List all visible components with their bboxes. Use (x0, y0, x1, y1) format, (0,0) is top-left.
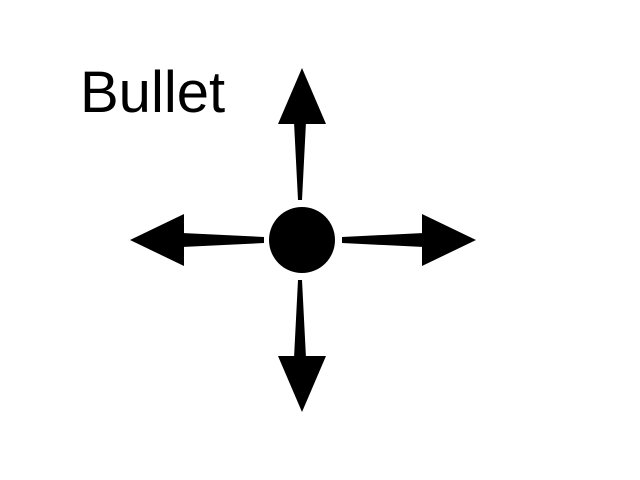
bullet-dot (269, 207, 335, 273)
arrow-down-shaft (294, 280, 306, 358)
bullet-label: Bullet (80, 60, 226, 125)
arrow-down (278, 280, 326, 412)
arrow-up (278, 68, 326, 200)
arrow-left-shaft (182, 233, 264, 247)
arrow-up-shaft (294, 122, 306, 200)
arrow-left-head (130, 214, 184, 266)
arrow-right-shaft (342, 233, 424, 247)
arrow-down-head (278, 356, 326, 412)
arrow-right-head (422, 214, 476, 266)
arrow-up-head (278, 68, 326, 124)
arrow-left (130, 214, 264, 266)
arrow-right (342, 214, 476, 266)
